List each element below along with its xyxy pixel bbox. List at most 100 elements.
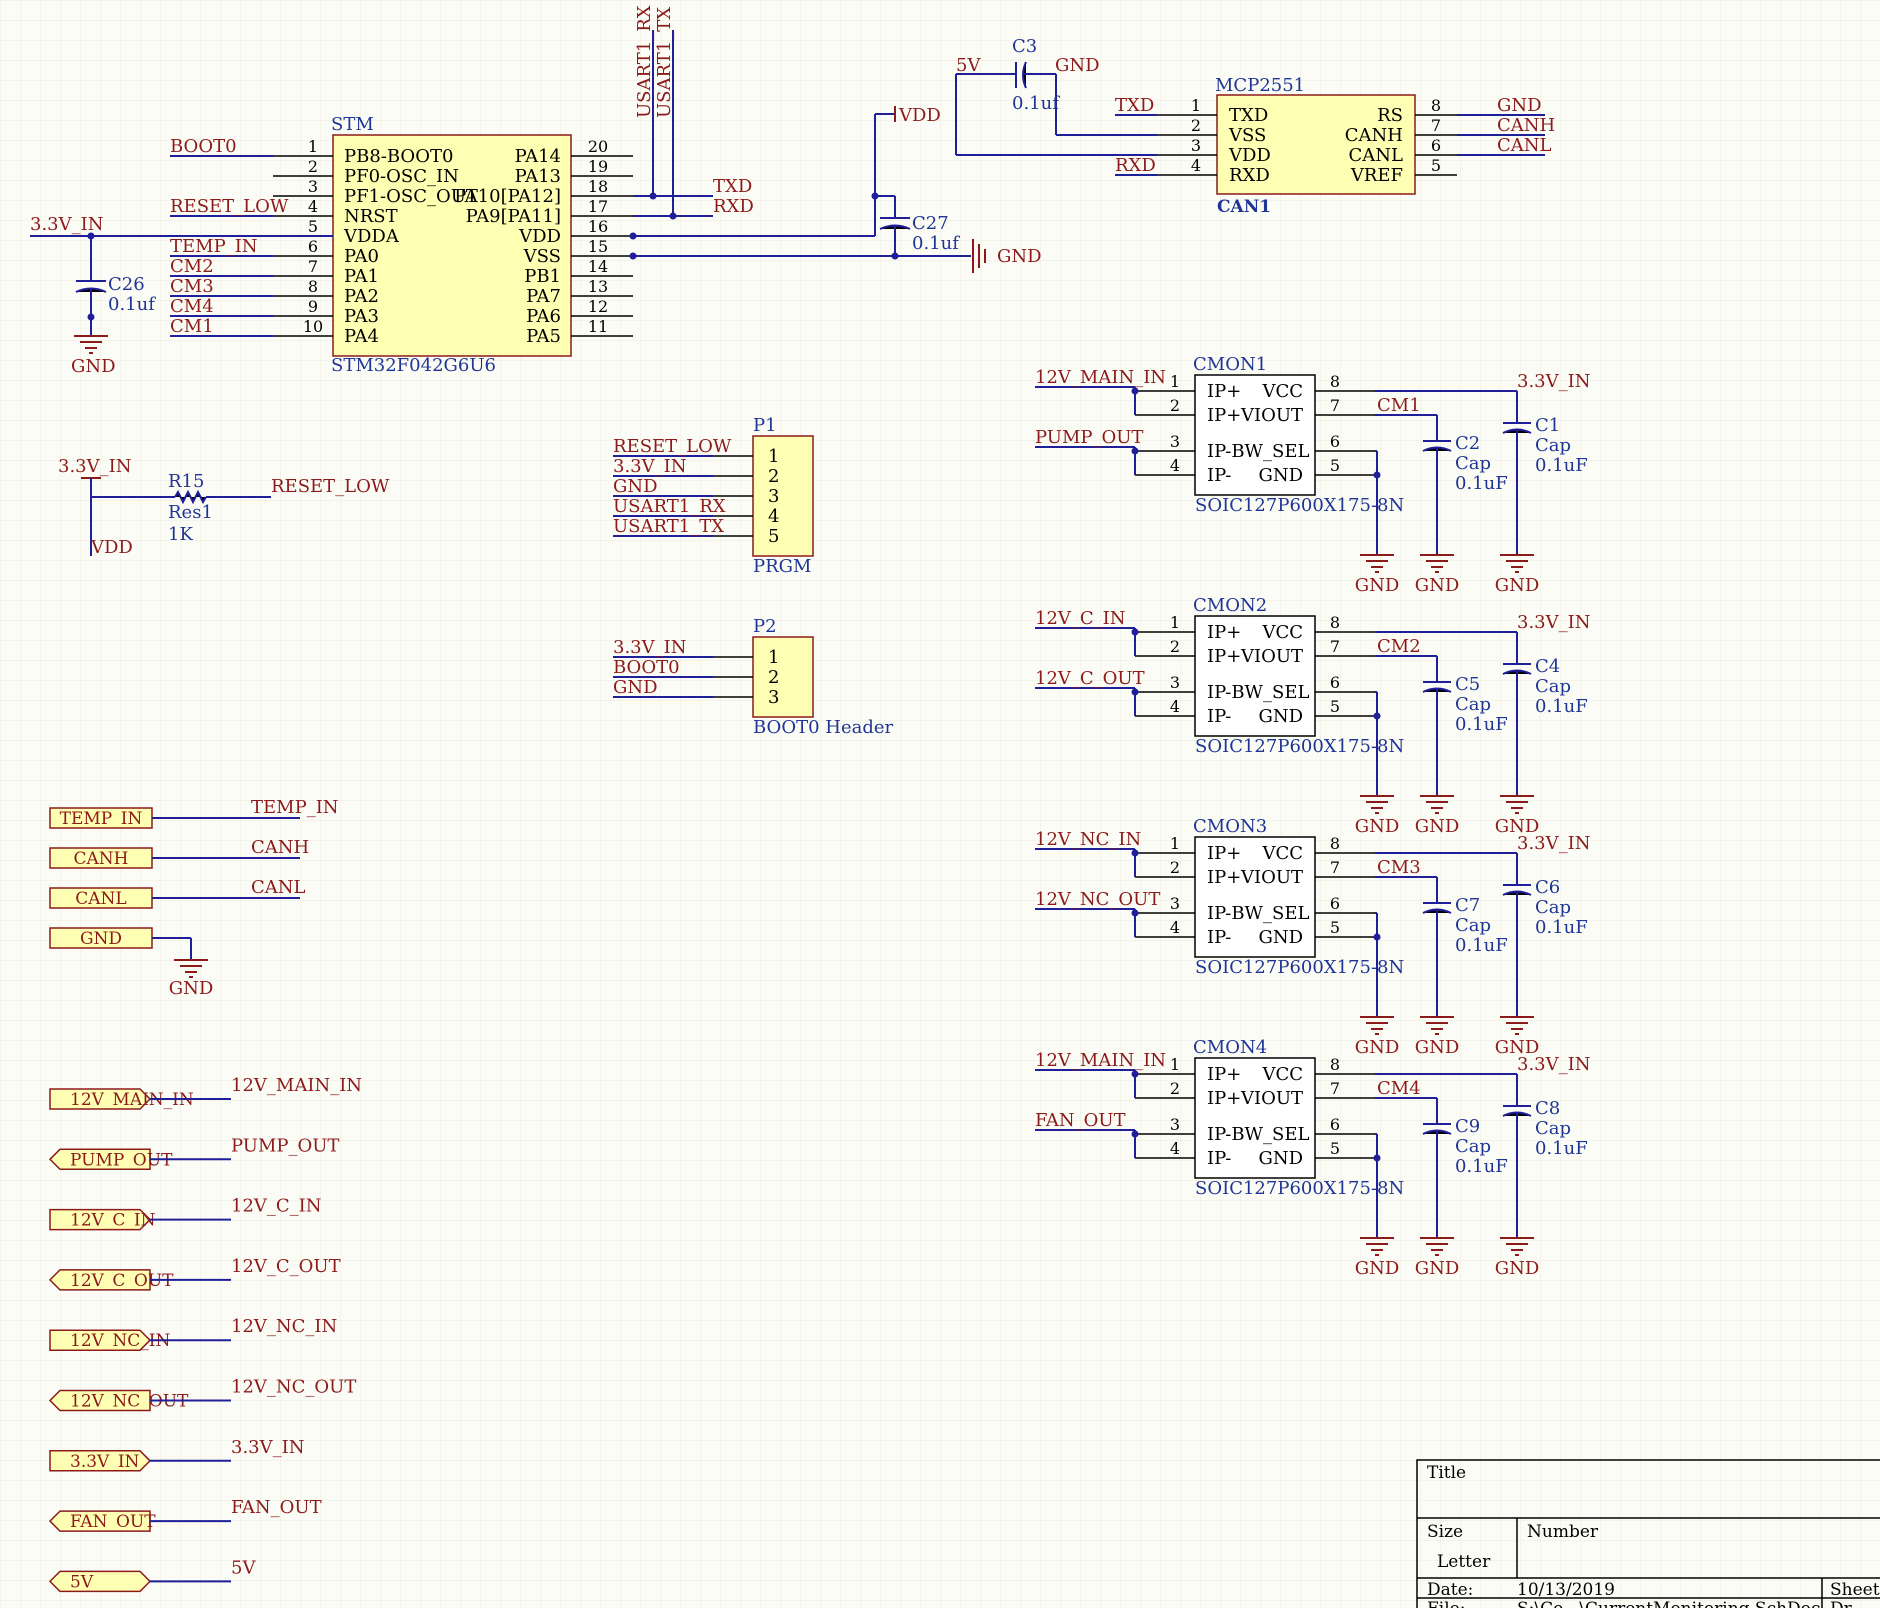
- net-label-gnd: GND: [1497, 95, 1542, 116]
- reset-circuit[interactable]: 3.3V_IN R15 Res1 1K RESET_LOW VDD: [58, 456, 390, 558]
- cmon-pin-name: VCC: [1261, 381, 1303, 402]
- net-label-12v_c_in: 12V_C_IN: [231, 1196, 322, 1217]
- p1-pin-number: 1: [768, 446, 779, 467]
- cap-a-ref: C9: [1455, 1116, 1480, 1137]
- cmon-pin-number: 4: [1170, 1139, 1180, 1158]
- stm-pin-number: 8: [308, 277, 318, 296]
- cmon-pin-name: IP-: [1207, 1148, 1231, 1169]
- stm-pin-name: PA13: [515, 166, 561, 187]
- stm-pin-name: NRST: [344, 206, 398, 227]
- port-12v_nc_out[interactable]: 12V_NC_OUT 12V_NC_OUT: [48, 1377, 356, 1412]
- can-part-number: MCP2551: [1215, 75, 1305, 96]
- p2-body: [752, 636, 814, 718]
- stm-pin-name: PA2: [344, 286, 379, 307]
- net-label-rxd: RXD: [1115, 155, 1156, 176]
- junction-dot: [1373, 1154, 1381, 1162]
- stm-pin-name: PA7: [526, 286, 561, 307]
- cmon-pin-name: VIOUT: [1240, 405, 1303, 426]
- cmon-pin-number: 3: [1170, 673, 1180, 692]
- stm-pin-number: 15: [588, 237, 608, 256]
- cmon-pin-number: 6: [1330, 1115, 1340, 1134]
- cmon-pin-number: 1: [1170, 372, 1180, 391]
- junction-dot: [669, 212, 677, 220]
- stm-pin-name: VSS: [523, 246, 561, 267]
- cmon-pin-name: IP+: [1207, 622, 1241, 643]
- stm-designator: STM: [331, 114, 374, 135]
- r15-comment: Res1: [168, 502, 213, 523]
- cap-a-ref: C5: [1455, 674, 1480, 695]
- title-block-frame: [1416, 1459, 1880, 1608]
- cmon-pin-name: IP-: [1207, 465, 1231, 486]
- stm-pin-name: PA6: [526, 306, 561, 327]
- net-label-out: 12V_NC_OUT: [1035, 889, 1160, 910]
- cmon-pin-number: 6: [1330, 894, 1340, 913]
- gnd-label-c26: GND: [71, 356, 116, 377]
- cmon-pin-name: IP+: [1207, 381, 1241, 402]
- cmon-pin-number: 3: [1170, 1115, 1180, 1134]
- stm-pin-name: PA4: [344, 326, 379, 347]
- net-label-12v_c_out: 12V_C_OUT: [231, 1256, 341, 1277]
- cap-b-ref: C8: [1535, 1098, 1560, 1119]
- port-label: 12V_NC_OUT: [70, 1392, 189, 1412]
- net-label-usart1_tx: USART1_TX: [613, 516, 724, 537]
- cap-b-ref: C1: [1535, 415, 1560, 436]
- cmon-pin-name: IP-: [1207, 706, 1231, 727]
- net-label-gnd-can: GND: [1055, 55, 1100, 76]
- can-pin-name: VSS: [1228, 125, 1266, 146]
- cmon-pin-name: VIOUT: [1240, 1088, 1303, 1109]
- junction-dot: [1131, 688, 1139, 696]
- net-label-3v3-stm: 3.3V_IN: [30, 214, 104, 235]
- port-label: GND: [80, 929, 122, 949]
- stm-pin-number: 11: [588, 317, 608, 336]
- net-label-in: 12V_C_IN: [1035, 608, 1126, 629]
- cap-b-comment: Cap: [1535, 676, 1571, 697]
- stm-body: [332, 134, 572, 357]
- net-label-vcc: 3.3V_IN: [1517, 612, 1591, 633]
- cmon-pin-number: 8: [1330, 613, 1340, 632]
- net-label-txd: TXD: [713, 176, 752, 197]
- net-label-vdd: VDD: [898, 105, 941, 126]
- stm-pin-name: VDD: [518, 226, 561, 247]
- junction-dot: [1131, 1130, 1139, 1138]
- net-label-12v_nc_out: 12V_NC_OUT: [231, 1377, 356, 1398]
- net-label-out: FAN_OUT: [1035, 1110, 1126, 1131]
- cap-a-value: 0.1uF: [1455, 473, 1508, 494]
- cmon-pin-number: 3: [1170, 894, 1180, 913]
- cmon-pin-number: 2: [1170, 858, 1180, 877]
- stm-pin-name: PF1-OSC_OUT: [344, 186, 478, 207]
- port-label: 5V: [70, 1572, 94, 1592]
- port-3.3v_in[interactable]: 3.3V_IN3.3V_IN: [49, 1437, 305, 1472]
- cmon-pin-number: 8: [1330, 1055, 1340, 1074]
- cmon-pin-number: 4: [1170, 918, 1180, 937]
- cap-b-value: 0.1uF: [1535, 696, 1588, 717]
- r15-value: 1K: [168, 524, 193, 545]
- cmon-designator: CMON4: [1193, 1037, 1267, 1058]
- cmon-footprint: SOIC127P600X175-8N: [1195, 495, 1404, 516]
- cmon-designator: CMON2: [1193, 595, 1267, 616]
- stm-pin-number: 6: [308, 237, 318, 256]
- port-shape: [48, 1389, 151, 1412]
- can-pin-name: CANL: [1349, 145, 1404, 166]
- stm-pin-name: PA9[PA11]: [466, 206, 561, 227]
- number-label: Number: [1527, 1522, 1599, 1542]
